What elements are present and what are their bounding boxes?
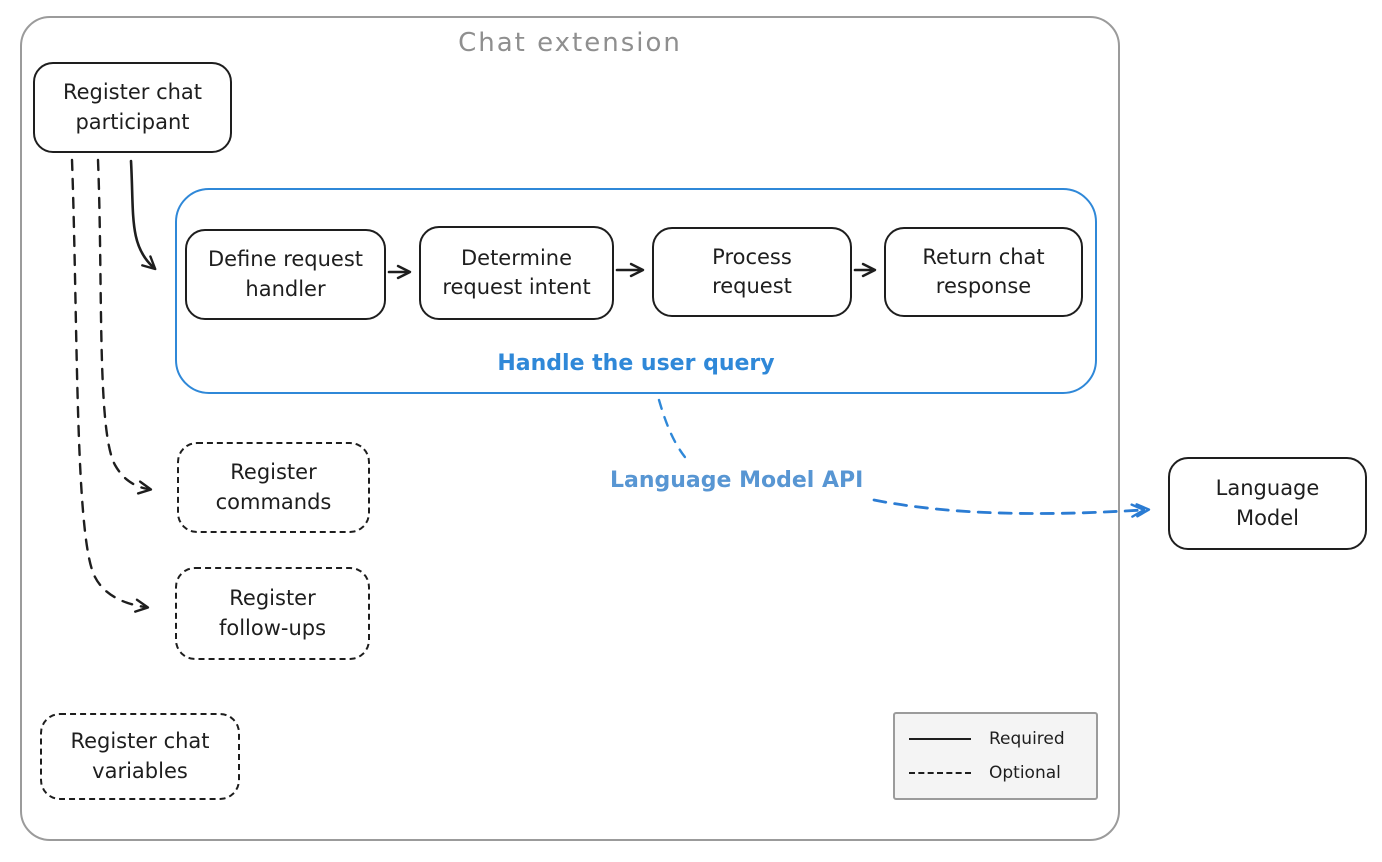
legend-dashed-line (909, 772, 971, 774)
handle-user-query-container (175, 188, 1097, 394)
node-label: Register chat variables (70, 729, 210, 783)
node-register-commands: Register commands (177, 442, 370, 533)
node-label: Register chat participant (62, 80, 203, 134)
node-label: Register commands (215, 460, 332, 514)
node-process-request: Process request (652, 227, 852, 317)
legend-solid-line (909, 738, 971, 740)
language-model-api-label: Language Model API (610, 468, 864, 493)
legend-row-required: Required (909, 729, 1082, 749)
node-label: Process request (712, 244, 792, 298)
legend: Required Optional (893, 712, 1098, 800)
node-register-follow-ups: Register follow-ups (175, 567, 370, 660)
node-register-chat-participant: Register chat participant (33, 62, 232, 153)
legend-row-optional: Optional (909, 763, 1082, 783)
handle-user-query-label: Handle the user query (497, 351, 775, 376)
chat-extension-container (20, 16, 1120, 841)
node-define-request-handler: Define request handler (185, 229, 386, 320)
node-label: Define request handler (207, 247, 364, 301)
node-determine-request-intent: Determine request intent (419, 226, 614, 320)
node-label: Register follow-ups (218, 586, 327, 640)
node-register-chat-variables: Register chat variables (40, 713, 240, 800)
node-language-model: Language Model (1168, 457, 1367, 550)
legend-required-label: Required (989, 729, 1065, 749)
node-label: Language Model (1215, 476, 1320, 530)
node-label: Determine request intent (442, 245, 591, 299)
legend-optional-label: Optional (989, 763, 1061, 783)
node-label: Return chat response (922, 244, 1045, 298)
node-return-chat-response: Return chat response (884, 227, 1083, 317)
chat-extension-title: Chat extension (458, 28, 682, 58)
